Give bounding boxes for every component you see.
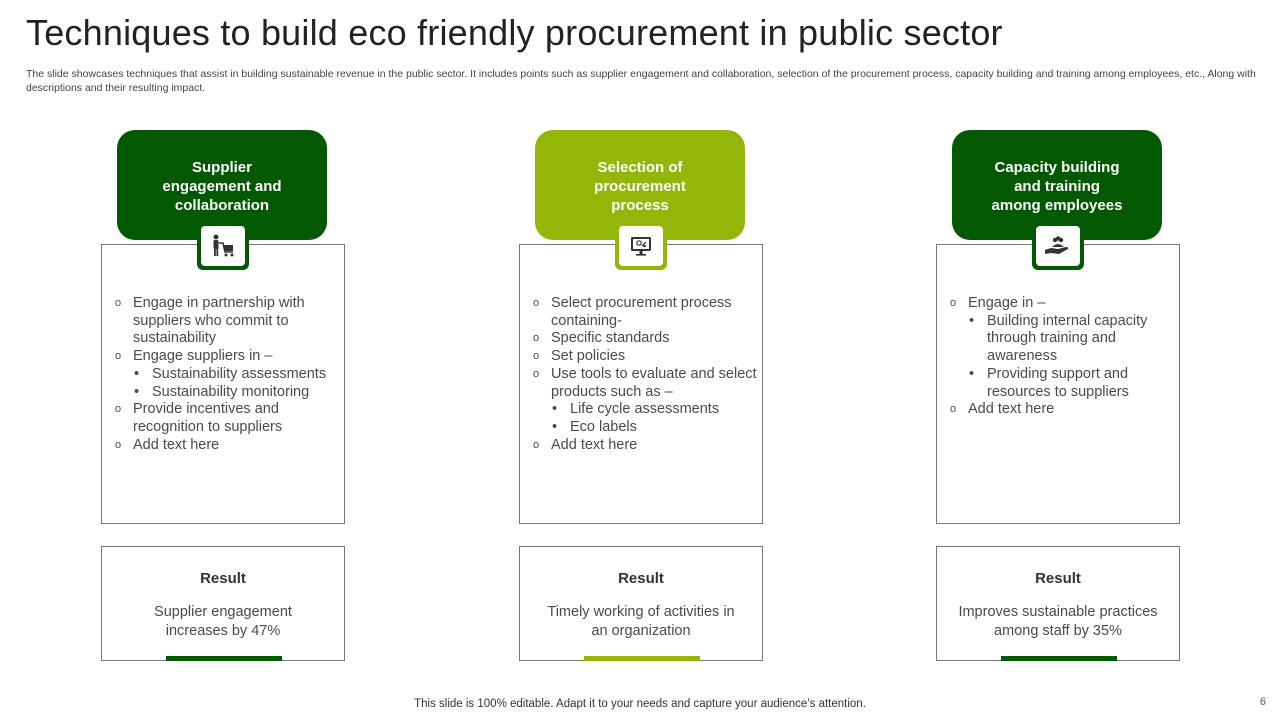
list-item: o Add text here: [950, 401, 1176, 419]
technique-list: o Engage in partnership with suppliers wh…: [115, 295, 341, 454]
result-accent-bar: [166, 656, 282, 661]
bullet: o: [115, 350, 122, 363]
bullet: o: [115, 403, 122, 416]
bullet: •: [134, 383, 140, 400]
result-title: Result: [618, 570, 664, 587]
list-item: o Select procurement process containing-: [533, 295, 759, 330]
list-item: o Specific standards: [533, 330, 759, 348]
sub-list-item: • Sustainability assessments: [115, 366, 341, 384]
list-item-text: Engage in –: [968, 295, 1046, 311]
list-item-text: Select procurement process containing-: [551, 295, 732, 329]
result-box: Result Improves sustainable practices am…: [936, 546, 1180, 661]
technique-list: o Select procurement process containing-o…: [533, 295, 759, 454]
bullet: •: [552, 418, 558, 435]
supplier-cart-icon: [213, 234, 234, 257]
bullet: •: [969, 312, 975, 329]
bullet: •: [552, 401, 558, 418]
result-title: Result: [200, 570, 246, 587]
bullet: •: [969, 365, 975, 382]
column-header: Selection of procurement process: [535, 130, 745, 240]
slide-title: Techniques to build eco friendly procure…: [26, 12, 1003, 53]
bullet: o: [533, 438, 540, 451]
bullet: •: [134, 365, 140, 382]
bullet: o: [533, 367, 540, 380]
list-item: o Use tools to evaluate and select produc…: [533, 366, 759, 401]
bullet: o: [115, 438, 122, 451]
list-item-text: Add text here: [133, 436, 220, 453]
list-item-text: Sustainability assessments: [152, 365, 327, 382]
slide-footer: This slide is 100% editable. Adapt it to…: [414, 698, 866, 710]
result-box: Result Supplier engagement increases by …: [101, 546, 345, 661]
slide-subtitle: The slide showcases techniques that assi…: [26, 68, 1256, 94]
bullet: o: [533, 332, 540, 345]
icon-frame: [1032, 222, 1084, 270]
list-item-text: Specific standards: [551, 330, 670, 347]
list-item-text: Add text here: [968, 401, 1055, 418]
sub-list-item: • Building internal capacity through trai…: [950, 313, 1176, 366]
result-text: Improves sustainable practices among sta…: [958, 604, 1158, 639]
list-item-text: Set policies: [551, 348, 626, 365]
list-item-text: Eco labels: [570, 418, 637, 435]
list-item-text: Life cycle assessments: [570, 401, 720, 418]
monitor-process-icon: [631, 237, 651, 256]
bullet: o: [115, 297, 122, 309]
content-box: [101, 244, 345, 524]
list-item: o Engage in –: [950, 295, 1176, 313]
column-header: Capacity building and training among emp…: [952, 130, 1162, 240]
hand-team-icon: [1045, 236, 1069, 254]
icon-frame: [197, 222, 249, 270]
icon-frame: [615, 222, 667, 270]
list-item-text: Add text here: [551, 436, 638, 453]
result-title: Result: [1035, 570, 1081, 587]
bullet: o: [950, 403, 957, 416]
content-box: [936, 244, 1180, 524]
bullet: o: [950, 297, 957, 309]
list-item: o Set policies: [533, 348, 759, 366]
list-item: o Add text here: [115, 437, 341, 455]
sub-list-item: • Sustainability monitoring: [115, 384, 341, 402]
list-item: o Provide incentives and recognition to s…: [115, 401, 341, 436]
list-item-text: Engage suppliers in –: [133, 348, 273, 365]
technique-column-procurement: Selection of procurement process o Select…: [519, 130, 763, 662]
sub-list-item: • Life cycle assessments: [533, 401, 759, 419]
sub-list-item: • Eco labels: [533, 419, 759, 437]
list-item-text: Use tools to evaluate and select product…: [551, 365, 757, 400]
list-item: o Engage suppliers in –: [115, 348, 341, 366]
sub-list-item: • Providing support and resources to supp…: [950, 366, 1176, 401]
list-item-text: Provide incentives and recognition to su…: [133, 401, 283, 435]
result-box: Result Timely working of activities in a…: [519, 546, 763, 661]
result-accent-bar: [584, 656, 700, 661]
list-item-text: Sustainability monitoring: [152, 383, 310, 400]
bullet: o: [533, 350, 540, 363]
list-item: o Engage in partnership with suppliers wh…: [115, 295, 341, 348]
technique-column-training: Capacity building and training among emp…: [936, 130, 1180, 662]
list-item-text: Providing support and resources to suppl…: [987, 365, 1129, 400]
list-item-text: Building internal capacity through train…: [987, 312, 1148, 365]
result-text: Supplier engagement increases by 47%: [154, 604, 292, 639]
content-box: [519, 244, 763, 524]
result-text: Timely working of activities in an organ…: [547, 604, 735, 639]
list-item-text: Engage in partnership with suppliers who…: [133, 295, 305, 347]
result-accent-bar: [1001, 656, 1117, 661]
list-item: o Add text here: [533, 437, 759, 455]
column-header: Supplier engagement and collaboration: [117, 130, 327, 240]
page-number: 6: [1259, 696, 1266, 708]
bullet: o: [533, 297, 540, 309]
